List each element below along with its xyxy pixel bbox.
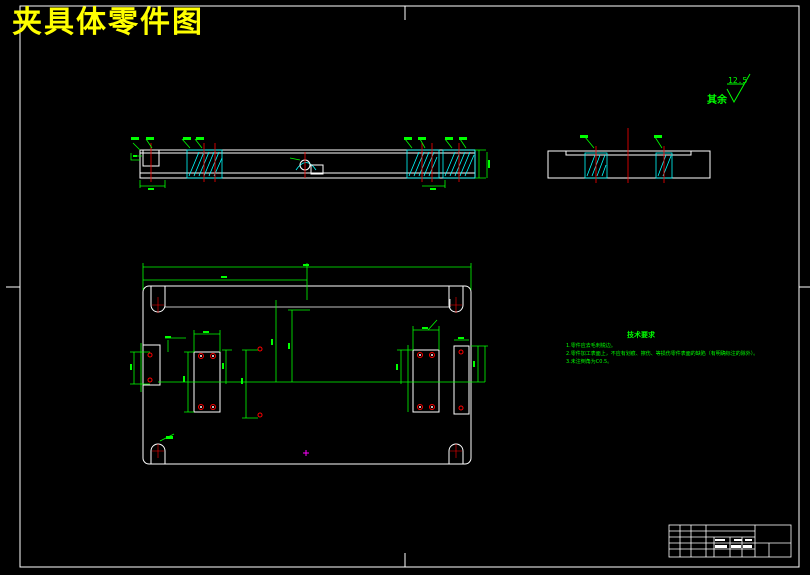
- surface-finish-ra-value: 12.5: [728, 76, 748, 85]
- side-section-view: [547, 128, 711, 183]
- technical-requirements-heading: 技术要求: [627, 331, 655, 339]
- requirement-line: 3.未注倒角为C0.5。: [566, 359, 613, 365]
- holes: [147, 346, 464, 418]
- requirement-line: 1.零件应去毛刺锐边。: [566, 343, 616, 349]
- front-section-view: [130, 137, 490, 190]
- surface-finish-label: 其余: [707, 95, 727, 106]
- center-mark: [303, 450, 309, 456]
- centerlines: [150, 143, 460, 182]
- technical-requirements: 技术要求 1.零件应去毛刺锐边。 2.零件加工表面上，不应有划痕、擦伤、等损伤零…: [566, 331, 759, 366]
- dimensions: [130, 138, 488, 188]
- surface-finish-symbol: [726, 73, 751, 104]
- plan-view: [130, 263, 488, 465]
- requirement-line: 2.零件加工表面上，不应有划痕、擦伤、等损伤零件表面的缺陷（有明确标注的除外）。: [566, 351, 759, 357]
- drawing-title: 夹具体零件图: [12, 5, 204, 40]
- plan-dimensions: [130, 263, 488, 442]
- title-block: [668, 524, 792, 558]
